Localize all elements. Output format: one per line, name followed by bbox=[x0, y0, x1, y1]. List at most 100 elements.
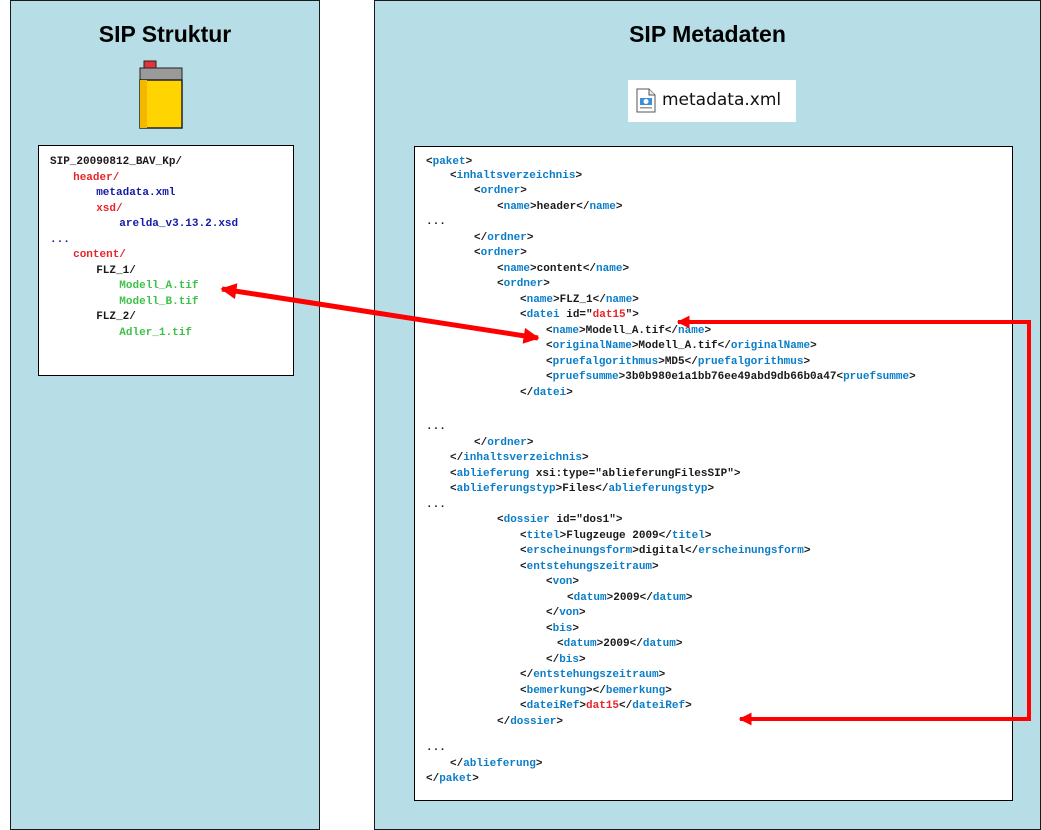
xml-line: ... bbox=[426, 498, 446, 512]
xml-text: >2009</ bbox=[596, 638, 643, 650]
xml-line: <name>FLZ_1</name> bbox=[520, 293, 639, 307]
xml-text: < bbox=[546, 371, 553, 383]
xml-text: < bbox=[546, 356, 553, 368]
sip-metadata-title: SIP Metadaten bbox=[629, 21, 786, 47]
xml-text: > bbox=[572, 576, 580, 588]
xml-line: <name>content</name> bbox=[497, 262, 629, 276]
xml-text: < bbox=[546, 325, 553, 337]
tree-item[interactable]: xsd/ bbox=[96, 202, 123, 215]
tree-item[interactable]: FLZ_2/ bbox=[96, 311, 136, 323]
xml-text: > bbox=[520, 185, 527, 197]
xml-text: "> bbox=[625, 309, 639, 321]
xml-text: < bbox=[567, 592, 574, 604]
xml-text: </ bbox=[546, 654, 560, 666]
xml-line: </von> bbox=[546, 606, 586, 620]
xml-text: >Modell_A.tif</ bbox=[579, 325, 679, 337]
tree-item[interactable]: metadata.xml bbox=[96, 187, 176, 199]
xml-text: id="dos1"> bbox=[549, 514, 623, 526]
sip-structure-panel: SIP Struktur bbox=[10, 0, 320, 830]
xml-text: > bbox=[572, 623, 580, 635]
xml-id-value: dat15 bbox=[592, 309, 626, 321]
xml-tag-name: name bbox=[503, 201, 531, 213]
xml-text: > bbox=[579, 654, 586, 666]
xml-text: > bbox=[803, 356, 811, 368]
xml-line: </dossier> bbox=[497, 715, 563, 729]
xml-text: < bbox=[546, 576, 553, 588]
xml-line: </paket> bbox=[426, 772, 479, 786]
xml-tag-name: dateiRef bbox=[632, 700, 686, 712]
tree-item[interactable]: header/ bbox=[73, 171, 120, 184]
xml-text: < bbox=[497, 201, 504, 213]
xml-tag-name: erscheinungsform bbox=[526, 545, 633, 557]
xml-text: < bbox=[450, 483, 457, 495]
xml-tag-name: datei bbox=[533, 387, 567, 399]
xml-text: > bbox=[582, 452, 589, 464]
xml-text: < bbox=[450, 170, 457, 182]
xml-tag-name: ablieferung bbox=[456, 468, 530, 480]
xml-text: </ bbox=[497, 716, 511, 728]
xml-line: </ordner> bbox=[474, 436, 533, 450]
xml-line: </bis> bbox=[546, 653, 586, 667]
xml-text: ... bbox=[426, 742, 446, 754]
xml-tag-name: bis bbox=[552, 623, 573, 635]
xml-text: < bbox=[450, 468, 457, 480]
xml-tag-name: pruefsumme bbox=[552, 371, 619, 383]
xml-text: </ bbox=[520, 387, 534, 399]
xml-text: </ bbox=[450, 758, 464, 770]
metadata-file-chip[interactable]: metadata.xml bbox=[628, 80, 796, 122]
tree-item[interactable]: arelda_v3.13.2.xsd bbox=[119, 218, 239, 230]
xml-text: < bbox=[546, 623, 553, 635]
tree-item[interactable]: ... bbox=[50, 233, 70, 246]
xml-text: >Files</ bbox=[555, 483, 609, 495]
xml-text: < bbox=[520, 685, 527, 697]
xml-tag-name: dossier bbox=[510, 716, 557, 728]
xml-text: > bbox=[632, 294, 639, 306]
xml-line: </ablieferung> bbox=[450, 757, 542, 771]
tree-item[interactable]: Modell_B.tif bbox=[119, 295, 199, 308]
xml-text: >Flugzeuge 2009</ bbox=[559, 530, 672, 542]
xml-text: < bbox=[474, 247, 481, 259]
xml-tag-name: bemerkung bbox=[605, 685, 666, 697]
xml-text: >2009</ bbox=[606, 592, 653, 604]
xml-tag-name: entstehungszeitraum bbox=[533, 669, 659, 681]
xml-text: ... bbox=[426, 499, 446, 511]
xml-text: < bbox=[557, 638, 564, 650]
xml-tag-name: entstehungszeitraum bbox=[526, 561, 653, 573]
xml-tag-name: pruefsumme bbox=[843, 371, 910, 383]
xml-text: </ bbox=[546, 607, 560, 619]
tree-item[interactable]: content/ bbox=[73, 249, 126, 261]
xml-tag-name: ordner bbox=[480, 185, 521, 197]
xml-text: > bbox=[579, 700, 587, 712]
id-reference-arrow bbox=[676, 315, 1031, 726]
xml-text: > bbox=[810, 340, 817, 352]
xml-line: </entstehungszeitraum> bbox=[520, 668, 665, 682]
xml-text: ... bbox=[426, 421, 446, 433]
xml-tag-name: dossier bbox=[503, 514, 550, 526]
xml-tag-name: ordner bbox=[480, 247, 521, 259]
xml-tag-name: bis bbox=[559, 654, 580, 666]
container-icon bbox=[139, 60, 183, 129]
xml-text: </ bbox=[619, 700, 633, 712]
xml-line: <ordner> bbox=[474, 184, 527, 198]
xml-tag-name: name bbox=[589, 201, 616, 213]
xml-tag-name: originalName bbox=[552, 340, 632, 352]
tree-item[interactable]: Modell_A.tif bbox=[119, 280, 199, 292]
xml-tag-name: ablieferungstyp bbox=[456, 483, 556, 495]
xml-text: > bbox=[526, 437, 534, 449]
xml-text: > bbox=[909, 371, 916, 383]
xml-text: < bbox=[426, 156, 433, 168]
xml-text: > bbox=[622, 263, 630, 275]
tree-item[interactable]: FLZ_1/ bbox=[96, 264, 136, 277]
xml-line: <entstehungszeitraum> bbox=[520, 560, 659, 574]
tree-item[interactable]: Adler_1.tif bbox=[119, 326, 192, 339]
xml-text: ... bbox=[426, 216, 446, 228]
xml-text: < bbox=[497, 514, 504, 526]
xml-tag-name: von bbox=[552, 576, 573, 588]
xml-text: </ bbox=[426, 773, 440, 785]
xml-tag-name: name bbox=[596, 263, 623, 275]
xml-text: id=" bbox=[559, 309, 593, 321]
xml-tag-name: paket bbox=[432, 156, 466, 168]
tree-item[interactable]: SIP_20090812_BAV_Kp/ bbox=[50, 156, 183, 168]
